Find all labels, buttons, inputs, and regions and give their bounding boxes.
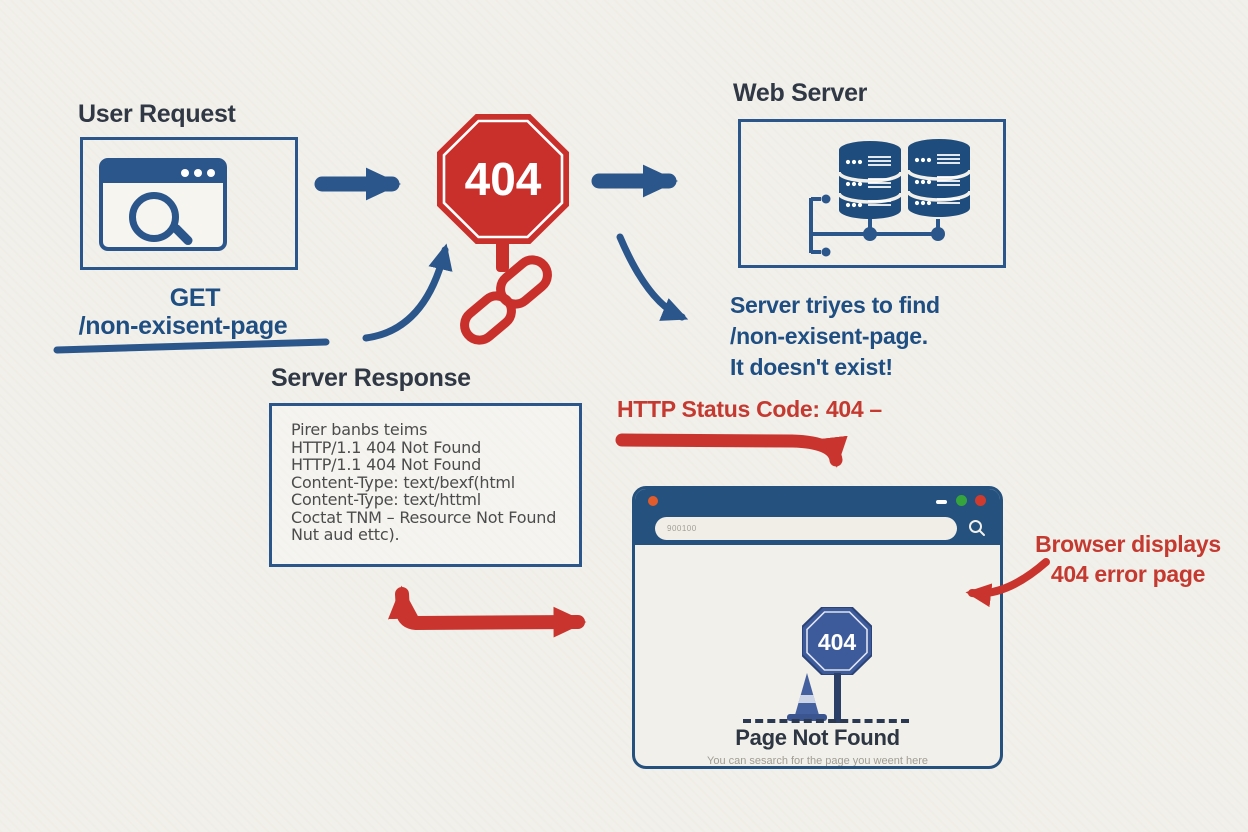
- error-page-subtext-line: You can sesarch for the page you weent h…: [707, 755, 928, 767]
- server-response-title: Server Response: [271, 364, 471, 392]
- browser-content: 404 Page Not Found You can sesarch for t…: [635, 545, 1000, 766]
- stop-sign-404: 404: [437, 114, 569, 244]
- window-dot-icon: [194, 169, 202, 177]
- database-stack-icon: [837, 141, 903, 219]
- arrow-sign-to-note: [616, 233, 689, 321]
- web-server-title: Web Server: [733, 79, 868, 107]
- response-line: Coctat TNM – Resource Not Found: [291, 507, 557, 527]
- user-request-box: [80, 137, 298, 270]
- http-status-label: HTTP Status Code: 404 –: [617, 396, 882, 422]
- sign-pole: [834, 673, 841, 723]
- server-response-lines: Pirer banbs teims HTTP/1.1 404 Not Found…: [291, 421, 556, 544]
- error-page-subtext: You can sesarch for the page you weent h…: [635, 754, 1000, 769]
- browser-icon-titlebar: [103, 162, 223, 183]
- response-line: Content-Type: text/bexf(html: [291, 472, 516, 492]
- arrow-response-browser: [387, 585, 587, 638]
- browser-note-line: 404 error page: [1050, 561, 1206, 587]
- response-line: Nut aud ettc).: [291, 525, 400, 544]
- web-server-box: [738, 119, 1006, 268]
- database-stack-icon: [906, 139, 972, 217]
- browser-titlebar: [635, 489, 1000, 513]
- address-bar[interactable]: 900100: [655, 517, 957, 540]
- server-response-box: [269, 403, 582, 567]
- traffic-cone-icon: [787, 673, 827, 721]
- error-sign-icon: 404: [802, 607, 872, 675]
- server-connector-lines: [809, 194, 945, 257]
- arrow-status-to-browser: [615, 433, 848, 468]
- response-line: HTTP/1.1 404 Not Found: [291, 455, 482, 474]
- response-line: HTTP/1.1 404 Not Found: [291, 437, 482, 457]
- minimize-icon[interactable]: [936, 500, 947, 504]
- browser-search-row: 900100: [635, 513, 1000, 545]
- request-path-label: /non-exisent-page: [78, 312, 288, 340]
- request-underline: [53, 338, 330, 354]
- error-page-heading: Page Not Found: [735, 725, 900, 750]
- window-button-icon[interactable]: [648, 496, 658, 506]
- error-page-subtext-line: or return ts tlve Premepage.: [635, 768, 1000, 769]
- address-bar-text: 900100: [667, 524, 697, 533]
- browser-note: Browser displays 404 error page: [1022, 529, 1234, 589]
- magnifier-handle-icon: [169, 222, 195, 247]
- server-note-line: Server triyes to find: [730, 292, 940, 318]
- magnifier-lens-icon: [129, 192, 179, 242]
- search-icon[interactable]: [968, 519, 986, 537]
- server-note-line: /non-exisent-page.: [730, 323, 928, 349]
- server-note: Server triyes to find /non-exisent-page.…: [730, 290, 940, 383]
- maximize-icon[interactable]: [956, 495, 967, 506]
- server-cluster-icon: [809, 139, 972, 257]
- close-icon[interactable]: [975, 495, 986, 506]
- stop-sign-label: 404: [465, 153, 542, 205]
- server-note-line: It doesn't exist!: [730, 354, 893, 380]
- response-line: Content-Type: text/httml: [291, 490, 482, 509]
- window-dot-icon: [207, 169, 215, 177]
- request-method-label: GET: [169, 284, 221, 312]
- user-request-title: User Request: [78, 100, 236, 128]
- stop-sign-inner-outline: [442, 119, 564, 239]
- window-dot-icon: [181, 169, 189, 177]
- ground-dashed-line: [743, 719, 909, 723]
- stop-sign-post: [496, 240, 509, 272]
- stop-sign-octagon: [437, 114, 569, 244]
- browser-note-line: Browser displays: [1035, 531, 1221, 557]
- error-sign-label: 404: [818, 629, 857, 655]
- arrow-get-to-sign: [362, 243, 453, 342]
- browser-search-icon: [99, 158, 227, 251]
- response-line: Pirer banbs teims: [291, 420, 428, 439]
- browser-window: 900100 404 Page Not Found: [632, 486, 1003, 769]
